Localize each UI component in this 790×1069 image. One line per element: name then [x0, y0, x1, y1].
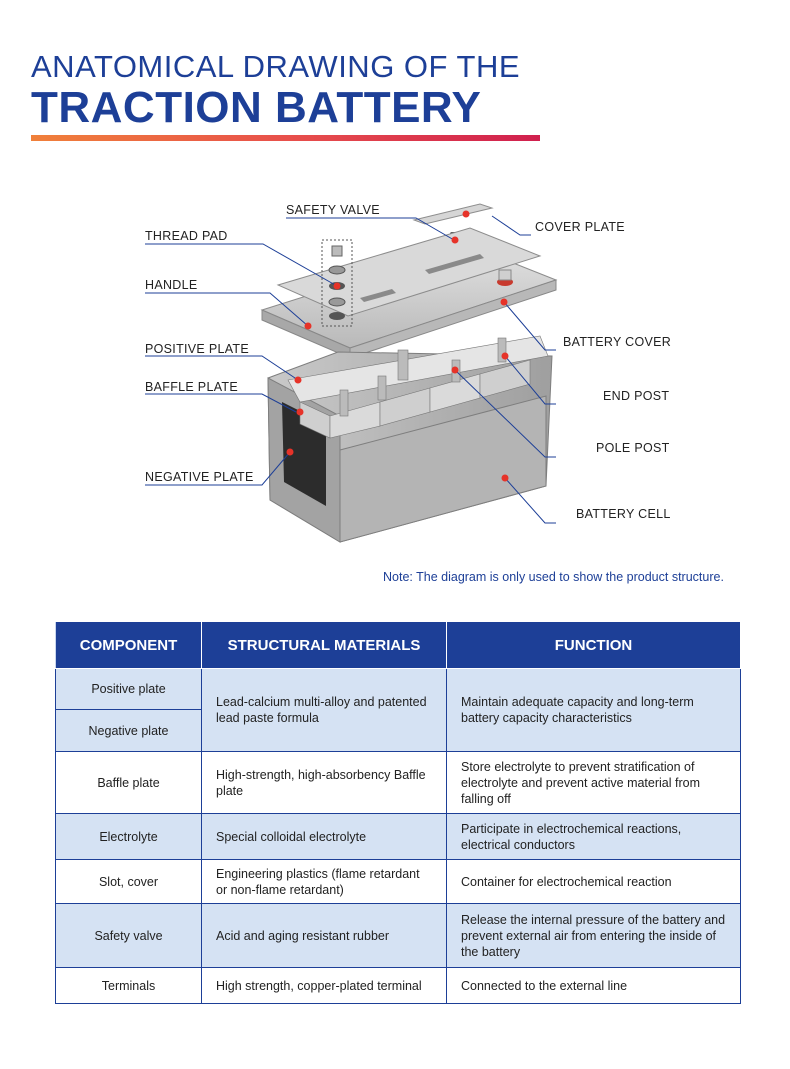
cell-material: Special colloidal electrolyte: [201, 813, 447, 860]
label-handle: HANDLE: [145, 278, 198, 292]
label-thread-pad: THREAD PAD: [145, 229, 228, 243]
table-row: Baffle plate High-strength, high-absorbe…: [55, 751, 741, 814]
dot-pole-post: [451, 366, 459, 374]
thread-pad-part: [321, 239, 353, 327]
label-cover-plate: COVER PLATE: [535, 220, 625, 234]
title-underline: [31, 135, 540, 141]
label-negative-plate: NEGATIVE PLATE: [145, 470, 254, 484]
cover-plate-part: [412, 203, 494, 225]
callout-dots: [286, 210, 509, 482]
dot-thread-pad: [333, 282, 341, 290]
header-structural-materials: STRUCTURAL MATERIALS: [201, 621, 447, 669]
cell-function: Participate in electrochemical reactions…: [446, 813, 741, 860]
battery-illustration: [145, 203, 558, 543]
dot-positive-plate: [294, 376, 302, 384]
label-end-post: END POST: [603, 389, 670, 403]
table-row: Positive plate Lead-calcium multi-alloy …: [55, 668, 741, 752]
dot-battery-cover: [500, 298, 508, 306]
diagram-note: Note: The diagram is only used to show t…: [383, 570, 724, 584]
header-component: COMPONENT: [55, 621, 202, 669]
battery-diagram: SAFETY VALVE COVER PLATE THREAD PAD HAND…: [0, 190, 790, 570]
table-row: Negative plate: [55, 709, 741, 752]
cell-component: Slot, cover: [55, 859, 202, 904]
table-header-row: COMPONENT STRUCTURAL MATERIALS FUNCTION: [55, 621, 741, 669]
dot-cover-plate: [462, 210, 470, 218]
battery-cover-part: [260, 227, 558, 359]
dot-end-post: [501, 352, 509, 360]
page-title: ANATOMICAL DRAWING OF THE TRACTION BATTE…: [31, 50, 551, 132]
label-battery-cover: BATTERY COVER: [563, 335, 672, 349]
cell-function: Maintain adequate capacity and long-term…: [446, 668, 741, 752]
dot-safety-valve: [451, 236, 459, 244]
dot-negative-plate: [286, 448, 294, 456]
component-table: COMPONENT STRUCTURAL MATERIALS FUNCTION …: [55, 621, 741, 1004]
cell-component: Positive plate: [55, 668, 202, 710]
cell-component: Safety valve: [55, 903, 202, 968]
dot-baffle-plate: [296, 408, 304, 416]
label-pole-post: POLE POST: [596, 441, 670, 455]
cell-component: Negative plate: [55, 709, 202, 752]
cell-component: Baffle plate: [55, 751, 202, 814]
cell-material: High-strength, high-absorbency Baffle pl…: [201, 751, 447, 814]
cell-function: Container for electrochemical reaction: [446, 859, 741, 904]
leader-lines: [145, 215, 556, 524]
header-function: FUNCTION: [446, 621, 741, 669]
cell-material: Acid and aging resistant rubber: [201, 903, 447, 968]
cell-function: Store electrolyte to prevent stratificat…: [446, 751, 741, 814]
cell-material: High strength, copper-plated terminal: [201, 967, 447, 1004]
cell-component: Terminals: [55, 967, 202, 1004]
cell-material: Engineering plastics (flame retardant or…: [201, 859, 447, 904]
dot-handle: [304, 322, 312, 330]
label-battery-cell: BATTERY CELL: [576, 507, 671, 521]
cell-function: Release the internal pressure of the bat…: [446, 903, 741, 968]
table-row: Terminals High strength, copper-plated t…: [55, 967, 741, 1004]
table-row: Electrolyte Special colloidal electrolyt…: [55, 813, 741, 860]
dot-battery-cell: [501, 474, 509, 482]
cell-material: Lead-calcium multi-alloy and patented le…: [201, 668, 447, 752]
label-baffle-plate: BAFFLE PLATE: [145, 380, 238, 394]
label-safety-valve: SAFETY VALVE: [286, 203, 380, 217]
table-row: Safety valve Acid and aging resistant ru…: [55, 903, 741, 968]
cell-component: Electrolyte: [55, 813, 202, 860]
table-row: Slot, cover Engineering plastics (flame …: [55, 859, 741, 904]
cell-function: Connected to the external line: [446, 967, 741, 1004]
label-positive-plate: POSITIVE PLATE: [145, 342, 249, 356]
title-line-2: TRACTION BATTERY: [31, 83, 482, 132]
plates-part: [287, 335, 549, 439]
title-line-1: ANATOMICAL DRAWING OF THE: [31, 49, 521, 84]
